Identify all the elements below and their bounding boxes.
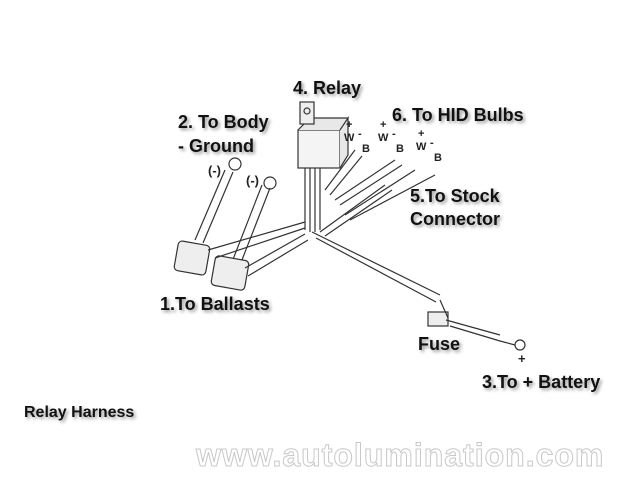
diagram-title: Relay Harness [24, 404, 135, 421]
label-stock-connector: 5.To Stock [410, 186, 500, 206]
label-battery: 3.To + Battery [482, 372, 601, 392]
w-label: W [344, 132, 355, 144]
label-fuse: Fuse [418, 334, 461, 354]
label-body-ground: 2. To Body [178, 112, 269, 132]
label-stock-connector-2: Connector [410, 209, 500, 229]
label-ballasts: 1.To Ballasts [160, 294, 270, 314]
ballast-connector-icon [173, 157, 309, 291]
label-hid-bulbs: 6. To HID Bulbs [392, 105, 524, 125]
plus-label: + [418, 128, 425, 140]
label-body-ground-2: - Ground [178, 136, 254, 156]
watermark: www.autolumination.com [195, 437, 605, 474]
b-label: B [434, 152, 442, 164]
w-label: W [416, 141, 427, 153]
minus-label: - [430, 137, 434, 149]
relay-icon [297, 101, 350, 232]
b-label: B [396, 143, 404, 155]
neg-label-1: (-) [208, 163, 221, 178]
hid-wires [324, 149, 436, 221]
battery-wire [311, 231, 526, 351]
neg-label-2: (-) [246, 173, 259, 188]
stock-connector-wire [319, 184, 393, 237]
minus-label: - [392, 128, 396, 140]
battery-plus-label: + [518, 351, 526, 366]
plus-label: + [346, 119, 353, 131]
plus-label: + [380, 119, 387, 131]
label-relay: 4. Relay [293, 78, 362, 98]
b-label: B [362, 143, 370, 155]
minus-label: - [358, 128, 362, 140]
w-label: W [378, 132, 389, 144]
